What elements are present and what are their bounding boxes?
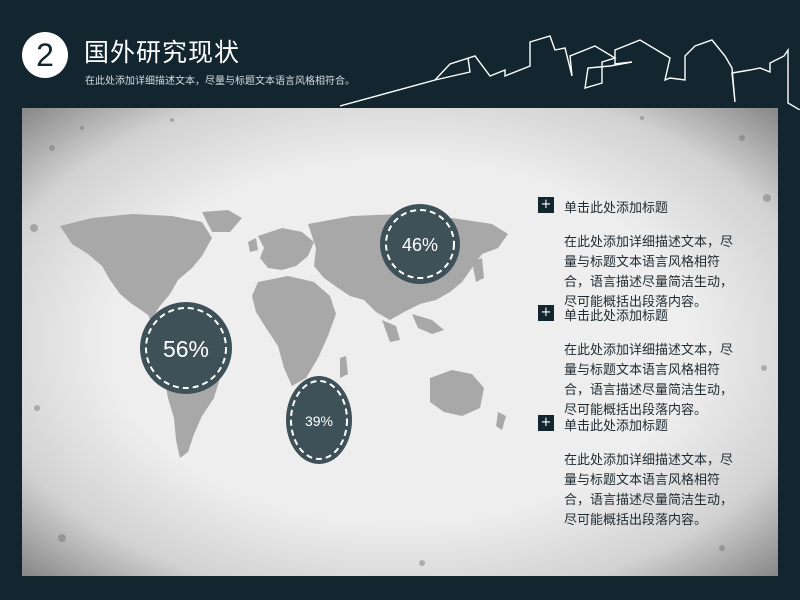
stat-bubble-46: 46%: [380, 204, 460, 284]
item-description: 在此处添加详细描述文本，尽量与标题文本语言风格相符合，语言描述尽量简洁生动，尽可…: [564, 235, 734, 310]
plus-icon[interactable]: +: [538, 305, 554, 321]
page-subtitle: 在此处添加详细描述文本，尽量与标题文本语言风格相符合。: [85, 76, 355, 87]
plus-icon[interactable]: +: [538, 197, 554, 213]
bubble-label-56: 56%: [163, 336, 209, 362]
bubble-label-39: 39%: [305, 413, 333, 429]
section-number-badge: 2: [22, 32, 68, 78]
page-title: 国外研究现状: [84, 38, 241, 67]
slide-header: 2 国外研究现状 在此处添加详细描述文本，尽量与标题文本语言风格相符合。: [0, 0, 800, 110]
stat-bubble-56: 56%: [140, 302, 232, 394]
item-description: 在此处添加详细描述文本，尽量与标题文本语言风格相符合，语言描述尽量简洁生动，尽可…: [564, 343, 734, 418]
bubble-label-46: 46%: [402, 235, 438, 255]
stat-bubble-39: 39%: [286, 376, 352, 464]
item-title[interactable]: 单击此处添加标题: [564, 419, 669, 434]
content-panel: 56% 46% 39% + 单击此处添加标题 在此处添加详细描述文本，尽量与标题…: [22, 108, 778, 576]
plus-icon[interactable]: +: [538, 415, 554, 431]
item-title[interactable]: 单击此处添加标题: [564, 201, 669, 216]
item-title[interactable]: 单击此处添加标题: [564, 309, 669, 324]
item-description: 在此处添加详细描述文本，尽量与标题文本语言风格相符合，语言描述尽量简洁生动，尽可…: [564, 453, 734, 528]
skyline-icon: [340, 35, 800, 110]
